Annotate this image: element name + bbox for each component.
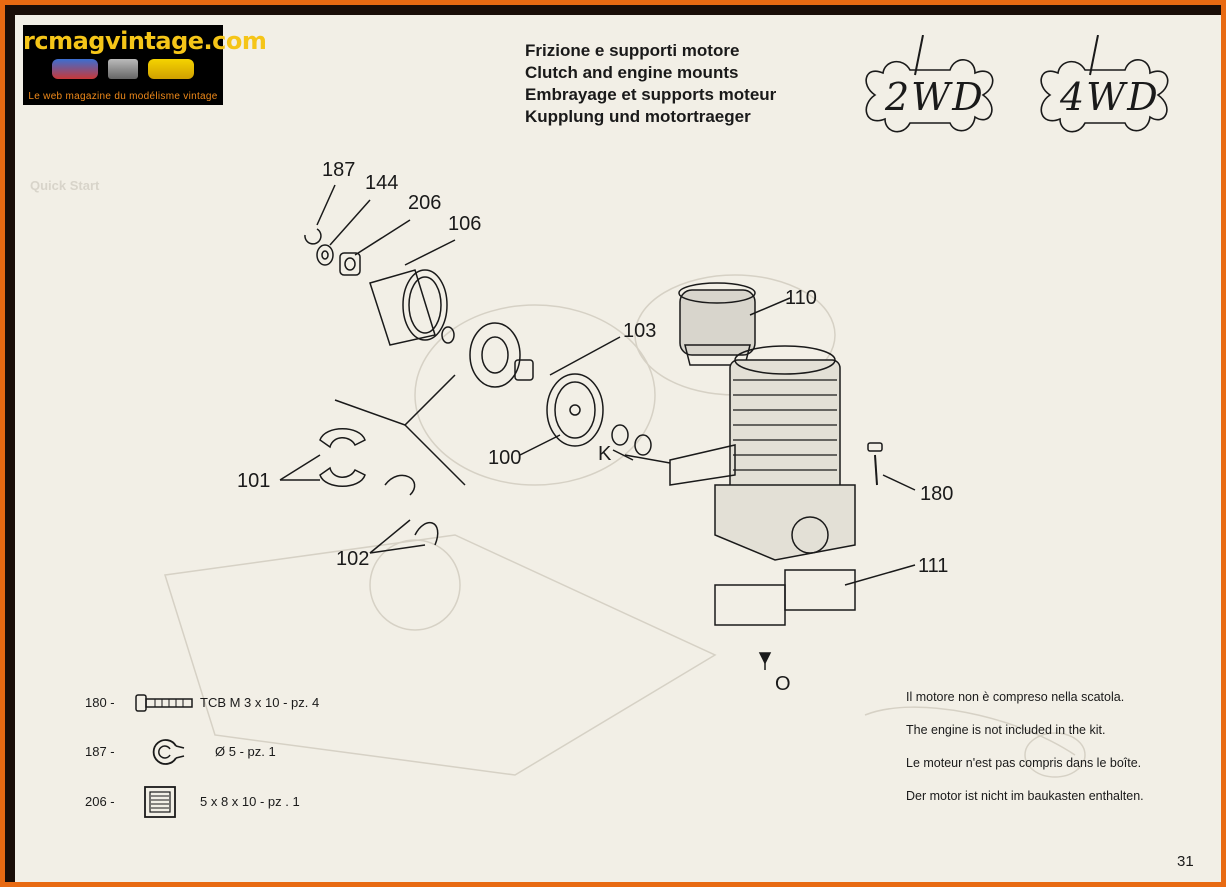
manual-page: rcmagvintage.com Le web magazine du modé… — [15, 15, 1221, 882]
clutch-shoe-101-part — [319, 428, 366, 449]
callout-k: K — [598, 443, 612, 465]
note-english: The engine is not included in the kit. — [906, 723, 1106, 737]
page-headings: Frizione e supporti motore Clutch and en… — [445, 40, 865, 128]
legend-desc: 5 x 8 x 10 - pz . 1 — [200, 794, 300, 809]
logo-subtitle: Le web magazine du modélisme vintage — [28, 91, 218, 102]
callout-110: 110 — [785, 287, 817, 309]
note-french: Le moteur n'est pas compris dans le boît… — [906, 756, 1142, 770]
badge-2wd: 2WD — [855, 34, 1005, 165]
callout-102: 102 — [336, 548, 370, 570]
bearing-206-part — [339, 252, 361, 276]
callout-103: 103 — [623, 320, 657, 342]
callout-144: 144 — [365, 172, 399, 194]
callout-180: 180 — [920, 483, 954, 505]
badge-2wd-label: 2WD — [885, 75, 985, 119]
nut-103-part — [514, 359, 534, 381]
engine-mount-part — [714, 584, 786, 626]
screw-icon — [135, 694, 193, 712]
legend-number: 180 - — [85, 695, 115, 710]
note-german: Der motor ist nicht im baukasten enthalt… — [906, 789, 1144, 803]
legend-desc: TCB M 3 x 10 - pz. 4 — [200, 695, 320, 710]
gear-100-part — [546, 373, 604, 447]
engine-mount-111-part — [784, 569, 856, 611]
legend-number: 206 - — [85, 794, 115, 809]
callout-111: 111 — [918, 555, 949, 577]
callout-o: O — [775, 673, 791, 695]
callout-100: 100 — [488, 447, 522, 469]
page-frame: rcmagvintage.com Le web magazine du modé… — [5, 5, 1221, 882]
badge-4wd: 4WD — [1030, 34, 1180, 165]
exploded-view-drawing — [164, 184, 1086, 778]
callout-106: 106 — [448, 213, 482, 235]
heading-french: Embrayage et supports moteur — [525, 85, 777, 104]
clip-187-part — [304, 228, 322, 245]
legend-desc: Ø 5 - pz. 1 — [215, 744, 276, 759]
clutch-bell-106-part — [369, 269, 436, 346]
flywheel-part — [469, 322, 521, 388]
badge-4wd-label: 4WD — [1060, 75, 1160, 119]
callout-206: 206 — [408, 192, 442, 214]
spring-102-part — [384, 474, 416, 496]
buggy-icon — [52, 59, 98, 79]
callout-101: 101 — [237, 470, 271, 492]
note-italian: Il motore non è compreso nella scatola. — [906, 690, 1125, 704]
legend-row-187: 187 - Ø 5 - pz. 1 — [85, 737, 385, 767]
heading-italian: Frizione e supporti motore — [525, 41, 740, 60]
heading-english: Clutch and engine mounts — [525, 63, 739, 82]
faded-heading: Quick Start — [30, 178, 100, 193]
legend-number: 187 - — [85, 744, 115, 759]
legend-row-180: 180 - TCB M 3 x 10 - pz. 4 — [85, 688, 385, 718]
bone-outline-icon — [865, 34, 994, 133]
page-number: 31 — [1177, 853, 1194, 870]
car-icon — [148, 59, 194, 79]
legend-row-206: 206 - 5 x 8 x 10 - pz . 1 — [85, 786, 385, 818]
air-filter-110-part — [679, 289, 756, 356]
washer-144-part — [316, 244, 334, 266]
callout-187: 187 — [322, 159, 356, 181]
logo-images — [23, 59, 223, 81]
bearing-icon — [144, 786, 176, 818]
heading-german: Kupplung und motortraeger — [525, 107, 751, 126]
clip-icon — [152, 739, 185, 765]
engine-icon — [108, 59, 138, 79]
bone-outline-icon — [1040, 34, 1169, 133]
